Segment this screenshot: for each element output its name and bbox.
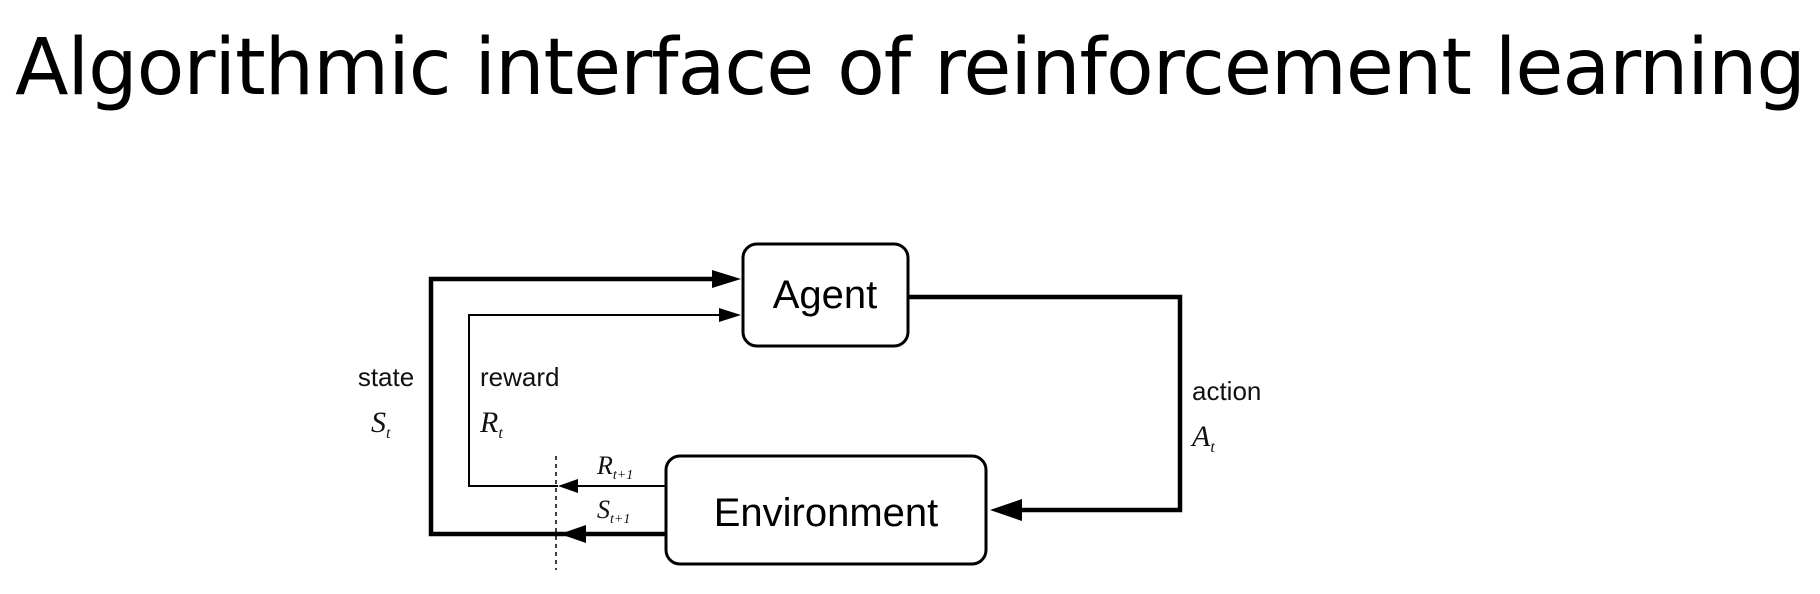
environment-label: Environment xyxy=(714,491,939,535)
action-label: action xyxy=(1192,376,1261,406)
state-label: state xyxy=(358,362,414,392)
state-symbol: St xyxy=(371,406,391,442)
next-reward-symbol: Rt+1 xyxy=(596,451,633,483)
reward-symbol: Rt xyxy=(479,406,503,442)
state-arrow xyxy=(428,276,712,537)
state-arrowhead-to-agent xyxy=(712,270,741,288)
action-arrow xyxy=(908,294,1183,513)
agent-label: Agent xyxy=(773,273,878,317)
reward-arrow xyxy=(468,314,722,487)
reward-label: reward xyxy=(480,362,559,392)
action-symbol: At xyxy=(1190,420,1215,456)
reward-arrowhead-to-agent xyxy=(719,308,741,322)
environment-box xyxy=(664,454,988,566)
next-reward-arrowhead xyxy=(558,479,578,493)
next-state-arrowhead xyxy=(560,525,586,543)
next-state-symbol: St+1 xyxy=(597,495,630,527)
slide-title: Algorithmic interface of reinforcement l… xyxy=(15,23,1806,113)
action-arrowhead xyxy=(990,499,1022,521)
